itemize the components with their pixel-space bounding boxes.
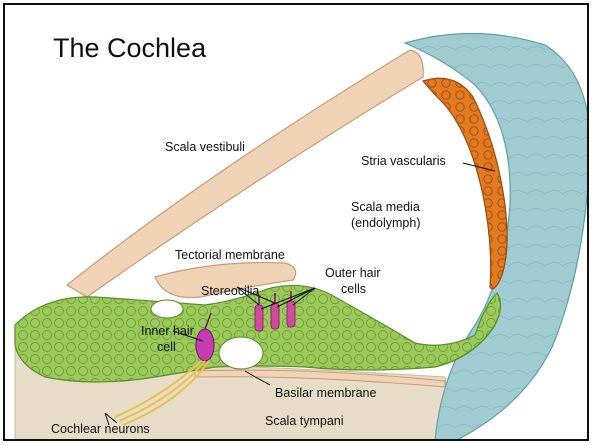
label-basilar-membrane: Basilar membrane xyxy=(275,386,376,400)
label-outer-hair-cells-2: cells xyxy=(341,282,366,296)
label-stereocilia: Stereocilia xyxy=(201,284,259,298)
label-outer-hair-cells: Outer hair xyxy=(325,266,381,280)
label-cochlear-neurons: Cochlear neurons xyxy=(51,422,150,436)
cochlea-diagram: The Cochlea Scala vestibuli Stria vascul… xyxy=(3,3,589,441)
label-scala-media: Scala media xyxy=(351,200,420,214)
label-scala-vestibuli: Scala vestibuli xyxy=(165,140,245,154)
label-endolymph: (endolymph) xyxy=(351,216,420,230)
tunnel-of-corti xyxy=(219,337,263,369)
cochlea-illustration: The Cochlea Scala vestibuli Stria vascul… xyxy=(5,5,589,441)
label-stria-vascularis: Stria vascularis xyxy=(361,154,446,168)
diagram-title: The Cochlea xyxy=(53,33,207,63)
label-inner-hair-cell: Inner hair xyxy=(141,324,194,338)
inner-sulcus xyxy=(151,300,183,318)
label-tectorial-membrane: Tectorial membrane xyxy=(175,248,285,262)
label-scala-tympani: Scala tympani xyxy=(265,414,344,428)
label-inner-hair-cell-2: cell xyxy=(157,340,176,354)
